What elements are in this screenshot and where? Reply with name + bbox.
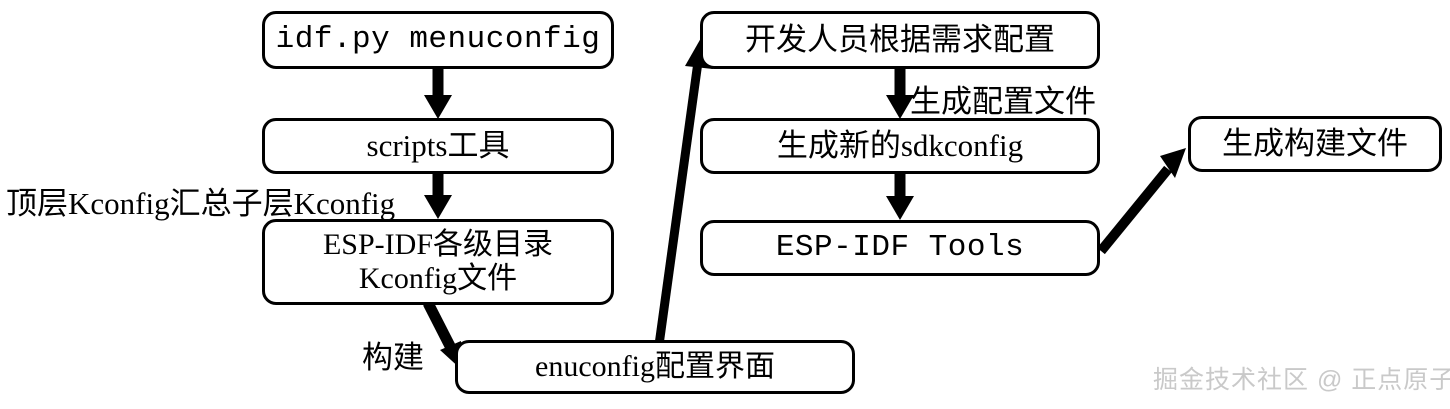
node-build-files[interactable]: 生成构建文件 xyxy=(1188,116,1442,172)
edge-label-kconfig-merge: 顶层Kconfig汇总子层Kconfig xyxy=(6,186,396,221)
watermark: 掘金技术社区 @ 正点原子 xyxy=(1153,366,1450,394)
edge-label-gen-conf-file: 生成配置文件 xyxy=(910,84,1096,119)
arrow-menuconfig-to-scripts xyxy=(424,69,452,119)
node-idf-menuconfig-line-0: idf.py menuconfig xyxy=(275,21,601,57)
node-dev-config[interactable]: 开发人员根据需求配置 xyxy=(700,11,1100,69)
node-esp-idf-dirs-line-1: Kconfig文件 xyxy=(358,262,518,295)
arrow-scripts-to-dirs xyxy=(424,174,452,219)
node-idf-menuconfig[interactable]: idf.py menuconfig xyxy=(262,11,614,69)
node-scripts-tool[interactable]: scripts工具 xyxy=(262,118,614,174)
arrow-enuconfig-to-devconfig xyxy=(654,38,713,346)
node-build-files-line-0: 生成构建文件 xyxy=(1222,125,1408,161)
arrow-tools-to-buildfiles xyxy=(1097,148,1186,255)
node-enuconfig-ui[interactable]: enuconfig配置界面 xyxy=(455,340,855,394)
node-new-sdkconfig-line-0: 生成新的sdkconfig xyxy=(776,127,1024,163)
edge-label-build: 构建 xyxy=(362,340,424,375)
node-new-sdkconfig[interactable]: 生成新的sdkconfig xyxy=(700,118,1100,174)
node-scripts-tool-line-0: scripts工具 xyxy=(366,127,510,163)
node-esp-idf-tools[interactable]: ESP-IDF Tools xyxy=(700,220,1100,276)
node-esp-idf-dirs[interactable]: ESP-IDF各级目录 Kconfig文件 xyxy=(262,219,614,305)
arrow-sdkconfig-to-tools xyxy=(886,174,914,220)
node-dev-config-line-0: 开发人员根据需求配置 xyxy=(745,21,1055,57)
node-esp-idf-tools-line-0: ESP-IDF Tools xyxy=(775,229,1025,265)
node-esp-idf-dirs-line-0: ESP-IDF各级目录 xyxy=(322,228,554,262)
node-enuconfig-ui-line-0: enuconfig配置界面 xyxy=(535,350,775,384)
